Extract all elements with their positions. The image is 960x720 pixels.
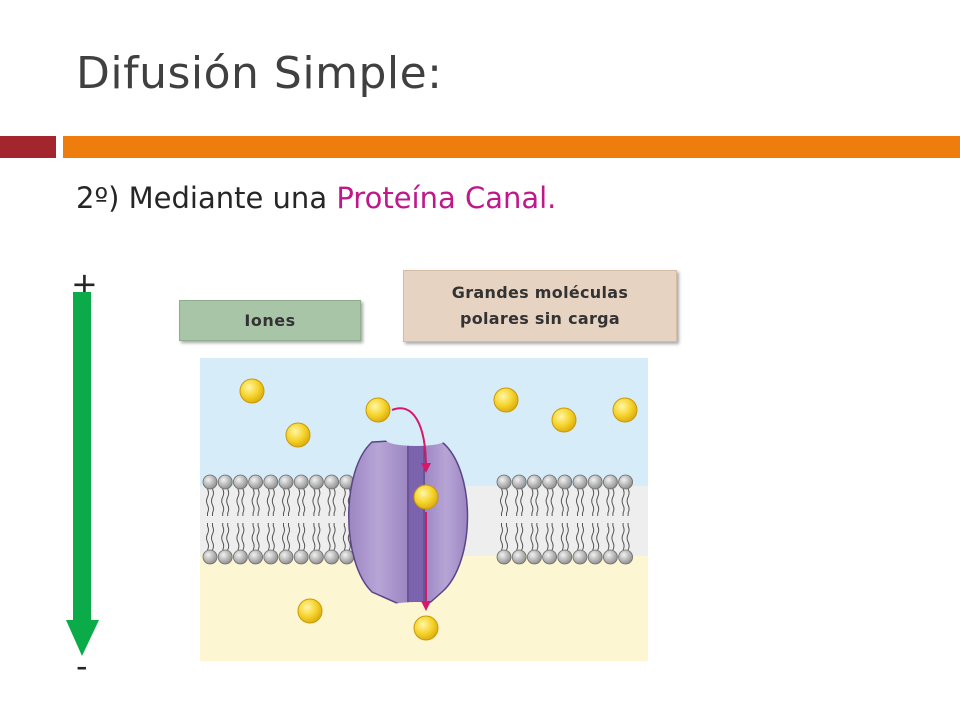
phospholipid: [603, 474, 618, 565]
slide-subtitle: 2º) Mediante una Proteína Canal.: [76, 181, 556, 215]
phospholipid: [248, 474, 264, 565]
down-arrow-icon: [66, 292, 99, 656]
molecule: [493, 387, 519, 413]
phospholipid: [232, 474, 248, 565]
phospholipid: [293, 474, 309, 565]
phospholipid: [496, 474, 512, 565]
phospholipid: [587, 474, 603, 565]
phospholipid: [202, 474, 218, 565]
polar-label-line-2: polares sin carga: [459, 309, 621, 328]
phospholipid: [339, 474, 355, 565]
ions-label-text: Iones: [244, 311, 296, 330]
ions-label: Iones: [179, 300, 361, 341]
entry-path-arrow: [391, 407, 431, 473]
phospholipid: [263, 474, 279, 565]
title-accent-bar-orange: [63, 136, 960, 158]
molecule: [365, 397, 391, 423]
subtitle-highlight: Proteína Canal.: [336, 181, 557, 215]
title-accent-bar-red: [0, 136, 56, 158]
gradient-low-sign: -: [76, 647, 88, 685]
molecules: [239, 378, 638, 641]
phospholipid: [217, 474, 233, 565]
phospholipid: [308, 474, 324, 565]
molecule: [551, 407, 577, 433]
molecule-released: [413, 615, 439, 641]
phospholipid: [324, 474, 340, 565]
molecule: [239, 378, 265, 404]
phospholipid: [572, 474, 588, 565]
phospholipid: [618, 474, 633, 565]
phospholipid: [527, 474, 542, 565]
phospholipid: [542, 474, 557, 565]
lipid-bilayer: [202, 474, 633, 565]
polar-molecules-label: Grandes moléculas polares sin carga: [403, 270, 677, 342]
molecule: [297, 598, 323, 624]
phospholipid: [557, 474, 573, 565]
channel-protein: [348, 434, 469, 614]
polar-label-line-1: Grandes moléculas: [451, 283, 629, 302]
molecule-in-channel: [413, 484, 439, 510]
phospholipid: [278, 474, 294, 565]
molecule: [285, 422, 311, 448]
phospholipid: [511, 474, 527, 565]
slide-title: Difusión Simple:: [76, 48, 443, 99]
subtitle-text: 2º) Mediante una: [76, 181, 337, 215]
molecule: [612, 397, 638, 423]
